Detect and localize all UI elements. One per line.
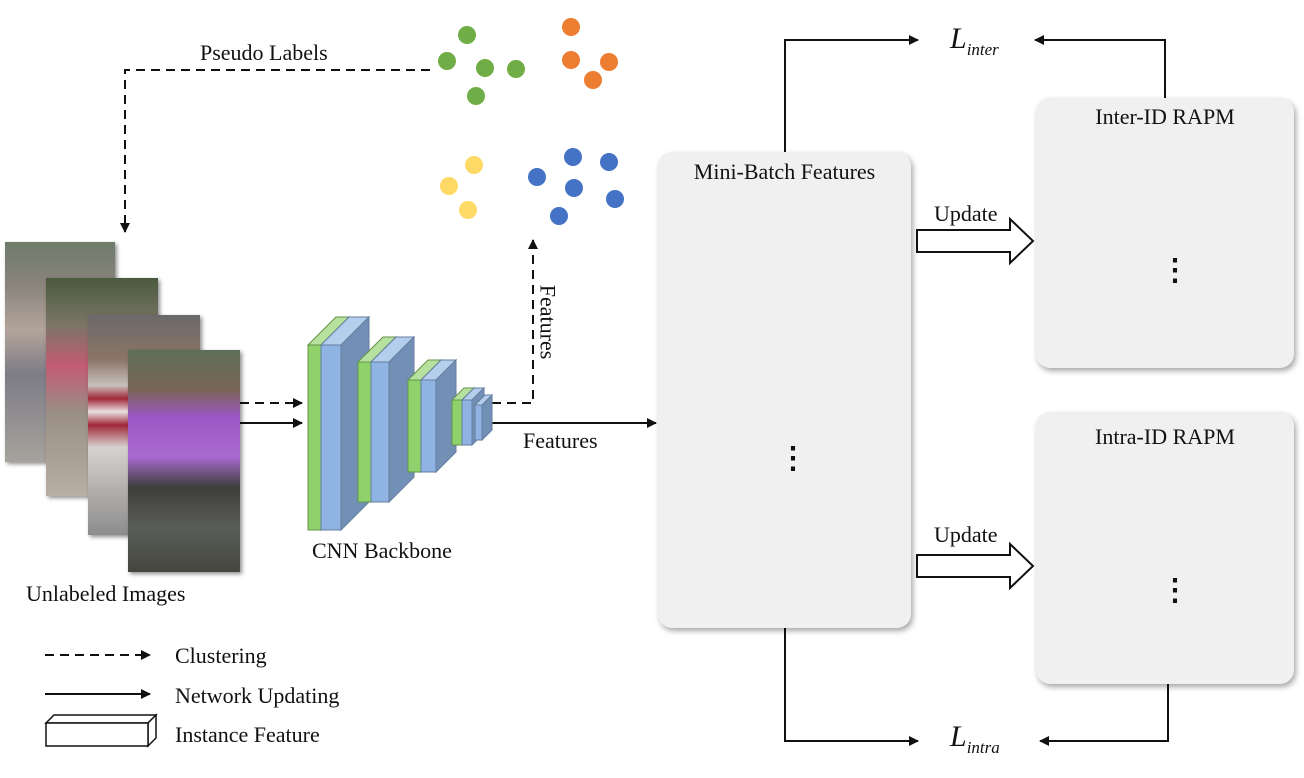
- inter-id-rapm-panel: Inter-ID RAPM ⋮: [1036, 98, 1294, 368]
- update-bottom-label: Update: [934, 522, 998, 547]
- cluster-orange: [562, 18, 618, 89]
- cluster-yellow: [440, 156, 483, 219]
- legend-clustering-label: Clustering: [175, 643, 267, 668]
- cluster-dots: [438, 18, 624, 225]
- loss-intra-symbol: L: [950, 720, 967, 753]
- update-arrow-bottom: [916, 541, 1035, 591]
- legend-network-updating-label: Network Updating: [175, 683, 340, 708]
- cluster-point: [459, 201, 477, 219]
- pseudo-labels-arrow: [120, 69, 430, 233]
- cluster-point: [564, 148, 582, 166]
- legend-instance-feature-icon: [44, 713, 158, 748]
- cluster-point: [458, 26, 476, 44]
- cluster-point: [465, 156, 483, 174]
- features-to-clusters-arrow: [492, 239, 538, 404]
- cluster-point: [528, 168, 546, 186]
- cluster-point: [440, 177, 458, 195]
- intra-bank-to-loss-arrow: [1039, 684, 1169, 746]
- loss-intra-subscript: intra: [966, 738, 1000, 757]
- loss-inter-symbol: L: [950, 22, 967, 55]
- mini-batch-title: Mini-Batch Features: [693, 159, 876, 184]
- intra-bank-ellipsis: ⋮: [1160, 574, 1190, 607]
- mini-batch-panel: Mini-Batch Features ⋮: [658, 152, 911, 628]
- inter-id-rapm-title: Inter-ID RAPM: [1095, 104, 1235, 129]
- backbone-layer-9: [473, 393, 494, 442]
- cluster-point: [467, 87, 485, 105]
- cluster-point: [476, 59, 494, 77]
- batch-to-intra-loss-arrow: [784, 628, 919, 746]
- pseudo-labels-label: Pseudo Labels: [200, 40, 328, 65]
- inter-bank-ellipsis: ⋮: [1160, 254, 1190, 287]
- cnn-backbone: [306, 315, 494, 532]
- cluster-point: [600, 53, 618, 71]
- update-arrow-top: [916, 216, 1035, 266]
- cluster-point: [507, 60, 525, 78]
- cluster-point: [562, 51, 580, 69]
- cluster-point: [562, 18, 580, 36]
- loss-intra: Lintra: [950, 720, 1000, 757]
- update-top-label: Update: [934, 201, 998, 226]
- cnn-backbone-label: CNN Backbone: [312, 538, 452, 563]
- features-vertical-label: Features: [535, 284, 561, 360]
- person-image-4: [128, 350, 240, 572]
- cluster-point: [438, 52, 456, 70]
- unlabeled-images-label: Unlabeled Images: [26, 581, 186, 606]
- intra-id-rapm-title: Intra-ID RAPM: [1095, 424, 1235, 449]
- cluster-point: [550, 207, 568, 225]
- cluster-point: [565, 179, 583, 197]
- cluster-point: [600, 153, 618, 171]
- batch-to-inter-loss-arrow: [784, 35, 919, 152]
- mini-batch-ellipsis: ⋮: [778, 442, 808, 475]
- flow-arrows: [45, 35, 1169, 746]
- cluster-point: [584, 71, 602, 89]
- inter-bank-to-loss-arrow: [1034, 35, 1166, 98]
- cluster-blue: [528, 148, 624, 225]
- legend-instance-feature-label: Instance Feature: [175, 722, 320, 747]
- loss-inter: Linter: [950, 22, 999, 59]
- loss-inter-subscript: inter: [966, 40, 999, 59]
- cluster-point: [606, 190, 624, 208]
- intra-id-rapm-panel: Intra-ID RAPM ⋮: [1036, 412, 1294, 684]
- cluster-green: [438, 26, 525, 105]
- backbone-layer-6: [419, 358, 458, 474]
- features-label: Features: [523, 428, 598, 453]
